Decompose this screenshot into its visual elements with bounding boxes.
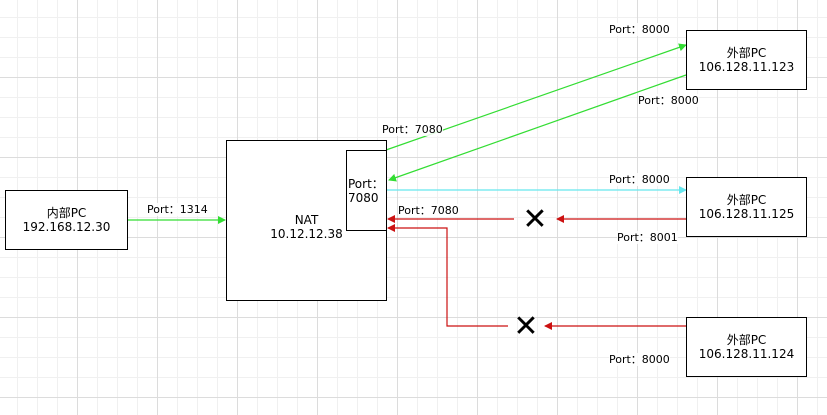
external-pc-2-node[interactable]: 外部PC 106.128.11.125 <box>686 177 807 237</box>
internal-pc-node[interactable]: 内部PC 192.168.12.30 <box>5 190 128 250</box>
external-pc-3-ip: 106.128.11.124 <box>698 347 795 361</box>
nat-port-label: Port： <box>348 176 384 191</box>
label-ext3-port-src: Port：8000 <box>609 353 670 366</box>
nat-ip: 10.12.12.38 <box>270 227 343 241</box>
blocked-x-icon-ext2: ✕ <box>522 202 548 237</box>
label-nat-reply-port: Port：7080 <box>398 204 459 217</box>
blocked-x-icon-ext3: ✕ <box>513 309 539 344</box>
internal-pc-ip: 192.168.12.30 <box>22 220 111 234</box>
label-ext2-port-in: Port：8000 <box>609 173 670 186</box>
label-ext1-port-out: Port：8000 <box>638 94 699 107</box>
external-pc-3-name: 外部PC <box>726 333 767 347</box>
label-internal-port: Port：1314 <box>147 203 208 216</box>
label-nat-out-port: Port：7080 <box>382 123 443 136</box>
link-ext1-to-nat <box>388 74 687 182</box>
external-pc-1-name: 外部PC <box>726 46 767 60</box>
nat-name: NAT <box>294 213 319 227</box>
external-pc-2-name: 外部PC <box>726 193 767 207</box>
nat-port-number: 7080 <box>348 190 379 205</box>
link-ext3-blocked-left <box>387 224 508 327</box>
external-pc-2-ip: 106.128.11.125 <box>698 207 795 221</box>
nat-port-box[interactable]: Port： 7080 <box>346 150 387 231</box>
internal-pc-name: 内部PC <box>46 206 87 220</box>
label-ext1-port-in: Port：8000 <box>609 23 670 36</box>
external-pc-3-node[interactable]: 外部PC 106.128.11.124 <box>686 317 807 377</box>
external-pc-1-ip: 106.128.11.123 <box>698 60 795 74</box>
external-pc-1-node[interactable]: 外部PC 106.128.11.123 <box>686 30 807 90</box>
label-ext2-port-src: Port：8001 <box>617 231 678 244</box>
